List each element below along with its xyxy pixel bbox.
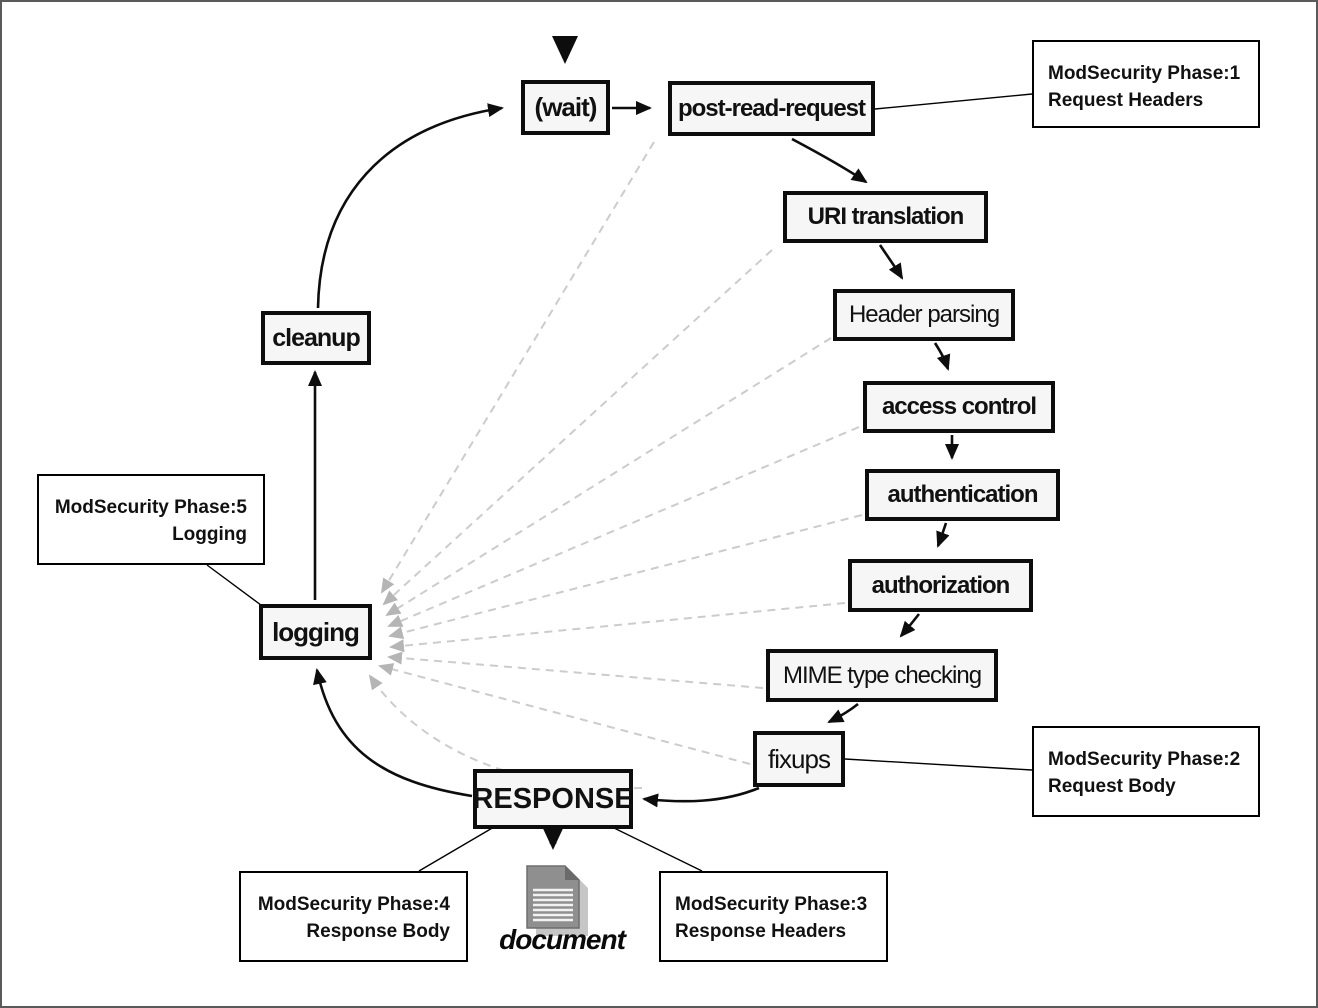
callout-phase3-line1: ModSecurity Phase:3: [675, 894, 868, 915]
callout-phase5-line1: ModSecurity Phase:5: [54, 497, 247, 518]
node-access-control: access control: [863, 381, 1055, 433]
dashed-uri-translation-to-logging: [382, 249, 773, 606]
arrow-cleanup-to-wait: [316, 103, 504, 309]
dashed-header-parsing-to-logging: [385, 337, 832, 617]
callout-phase4-line2: Response Body: [306, 921, 450, 942]
connector-phase5-to-logging: [206, 564, 266, 609]
connector-post-read-request-to-phase1: [874, 93, 1033, 110]
callout-phase1: ModSecurity Phase:1 Request Headers: [1032, 40, 1260, 128]
node-mime-type-checking: MIME type checking: [766, 649, 998, 702]
callout-phase5-line2: Logging: [172, 524, 247, 545]
node-response: RESPONSE: [472, 769, 634, 829]
node-cleanup: cleanup: [261, 311, 371, 365]
callout-phase1-line1: ModSecurity Phase:1: [1048, 63, 1241, 84]
callout-phase1-line2: Request Headers: [1048, 90, 1204, 111]
connector-fixups-to-phase2: [844, 758, 1033, 771]
node-authentication: authentication: [865, 469, 1060, 521]
dashed-mime-type-to-logging: [387, 651, 764, 689]
dashed-fixups-to-logging: [378, 663, 751, 765]
callout-phase4: ModSecurity Phase:4 Response Body: [239, 871, 468, 962]
callout-phase3: ModSecurity Phase:3 Response Headers: [659, 871, 888, 962]
arrow-header-to-access: [933, 342, 951, 371]
connector-response-to-phase4: [418, 826, 495, 872]
node-fixups: fixups: [753, 731, 845, 787]
arrow-fixups-to-response: [642, 786, 760, 808]
node-post-read-request: post-read-request: [668, 81, 875, 136]
dashed-authorization-to-logging: [389, 602, 846, 653]
arrow-uri-to-header: [878, 244, 904, 280]
arrow-authz-to-mime: [899, 613, 921, 638]
dashed-post-read-request-to-logging: [380, 141, 655, 594]
node-uri-translation: URI translation: [783, 191, 988, 243]
arrow-response-to-logging: [313, 668, 473, 798]
callout-phase3-line2: Response Headers: [675, 921, 847, 942]
callout-phase2-line2: Request Body: [1048, 776, 1176, 797]
callout-phase2: ModSecurity Phase:2 Request Body: [1032, 726, 1260, 817]
arrow-mime-to-fixups: [827, 702, 859, 724]
document-label: document: [499, 924, 626, 955]
callout-phase5: ModSecurity Phase:5 Logging: [37, 474, 265, 565]
callout-phase2-line1: ModSecurity Phase:2: [1048, 749, 1241, 770]
document-icon: [526, 865, 588, 936]
node-logging: logging: [259, 604, 372, 660]
node-header-parsing: Header parsing: [833, 289, 1015, 341]
dashed-access-control-to-logging: [387, 426, 860, 627]
callout-phase4-line1: ModSecurity Phase:4: [257, 894, 450, 915]
arrow-post-read-to-uri: [791, 137, 868, 184]
node-authorization: authorization: [848, 559, 1033, 612]
dashed-authentication-to-logging: [388, 514, 863, 640]
node-wait: (wait): [521, 80, 610, 135]
connector-response-to-phase3: [611, 826, 703, 872]
arrow-authn-to-authz: [936, 522, 950, 548]
